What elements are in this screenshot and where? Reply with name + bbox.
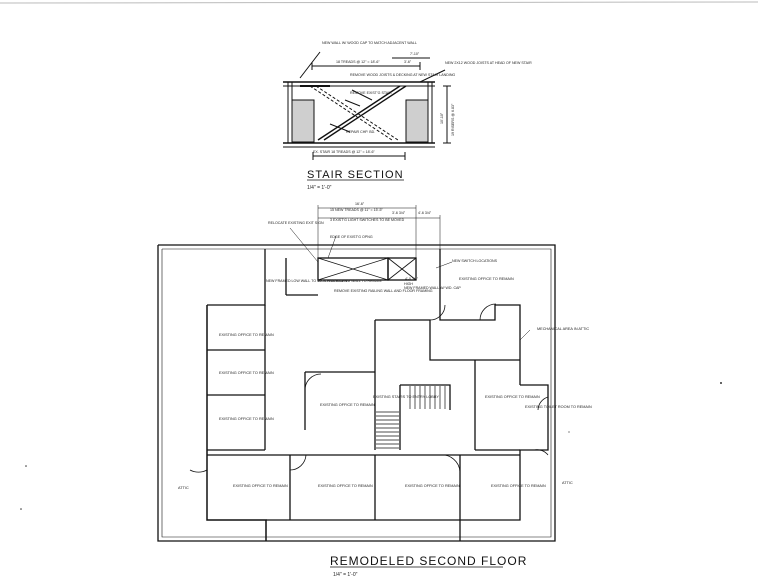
- note-high: HIGH: [404, 282, 413, 286]
- note-edge-opening: EDGE OF EXIST'G OPNG: [330, 235, 373, 239]
- note-new-joists: NEW 2X12 WOOD JOISTS AT HEAD OF NEW STAI…: [445, 61, 532, 65]
- note-new-switch: NEW SWITCH LOCATIONS: [452, 259, 498, 263]
- room-office-left-3: EXISTING OFFICE TO REMAIN: [219, 417, 274, 421]
- note-remove-railing: REMOVE EXISTING RAILING WALL AND FLOOR F…: [334, 289, 433, 293]
- dim-height: 10'-10": [440, 112, 444, 124]
- stair-section-scale: 1/4" = 1'-0": [307, 185, 332, 191]
- floor-plan-notes: 16'-6" 15 NEW TREADS @ 11" = 15'-5" 3'-6…: [266, 202, 498, 293]
- room-attic-right: ATTIC: [562, 481, 573, 485]
- room-labels: EXISTING OFFICE TO REMAIN MECHANICAL ARE…: [178, 277, 592, 490]
- room-office-top-right: EXISTING OFFICE TO REMAIN: [459, 277, 514, 281]
- dim-overall: 16'-6": [355, 202, 365, 206]
- room-office-bottom-3: EXISTING OFFICE TO REMAIN: [405, 484, 460, 488]
- room-office-left-2: EXISTING OFFICE TO REMAIN: [219, 371, 274, 375]
- stair-section-notes: NEW WALL W/ WOOD CAP TO MATCH ADJACENT W…: [313, 41, 532, 154]
- dim-a: 7'-10": [410, 52, 420, 56]
- note-repair: REPAIR CHP. BD.: [346, 130, 375, 134]
- room-office-left-1: EXISTING OFFICE TO REMAIN: [219, 333, 274, 337]
- room-mechanical: MECHANICAL AREA IN ATTIC: [537, 327, 589, 331]
- room-office-bottom-1: EXISTING OFFICE TO REMAIN: [233, 484, 288, 488]
- room-office-bottom-2: EXISTING OFFICE TO REMAIN: [318, 484, 373, 488]
- note-relocate-exit: RELOCATE EXISTING EXIT SIGN: [268, 221, 324, 225]
- scan-specks: [20, 382, 722, 510]
- room-stairs-lobby: EXISTING STAIRS TO ENTRY LOBBY: [373, 395, 439, 399]
- note-new-framed-wall: NEW FRAMED LOW WALL TO MATCH ADJACENT: [266, 279, 350, 283]
- room-office-bottom-4: EXISTING OFFICE TO REMAIN: [491, 484, 546, 488]
- room-attic-left: ATTIC: [178, 486, 189, 490]
- stair-section-title: STAIR SECTION: [307, 169, 404, 181]
- floor-plan-walls: [157, 205, 556, 542]
- note-remove-stair: REMOVE EXIST'G STAIR: [350, 91, 392, 95]
- room-toilet: EXISTING TOILET ROOM TO REMAIN: [525, 405, 592, 409]
- note-new-framed: NEW FRAMED WALL W/ WD. CAP: [404, 286, 461, 290]
- dim-b: 3'-6": [404, 60, 412, 64]
- room-office-right: EXISTING OFFICE TO REMAIN: [485, 395, 540, 399]
- room-office-center: EXISTING OFFICE TO REMAIN: [320, 403, 375, 407]
- dim-treads-bottom: EX. STAIR 18 TREADS @ 12" = 18'-6": [313, 150, 376, 154]
- note-railing: EXISTING RAILING WALL TO REMAIN: [318, 279, 382, 283]
- floor-plan-scale: 1/4" = 1'-0": [333, 572, 358, 578]
- dim-right: 4'-6 3/4": [418, 211, 432, 215]
- dim-treads-top: 18 TREADS @ 12" = 18'-6": [336, 60, 380, 64]
- floor-plan-title: REMODELED SECOND FLOOR: [330, 554, 527, 568]
- stair-section-drawing: [283, 51, 451, 160]
- dim-new-treads: 15 NEW TREADS @ 11" = 15'-5": [330, 208, 384, 212]
- note-switches: 3 EXIST'G LIGHT SWITCHES TO BE MOVED: [330, 218, 405, 222]
- note-new-wall: NEW WALL W/ WOOD CAP TO MATCH ADJACENT W…: [322, 41, 417, 45]
- dim-risers: 19 RISERS @ 6.83": [451, 103, 455, 136]
- dim-left: 3'-6 3/4": [392, 211, 406, 215]
- note-remove-joists: REMOVE WOOD JOISTS & DECKING AT NEW STAI…: [350, 73, 455, 77]
- dim-mid: 4'-0 3/4": [405, 277, 419, 281]
